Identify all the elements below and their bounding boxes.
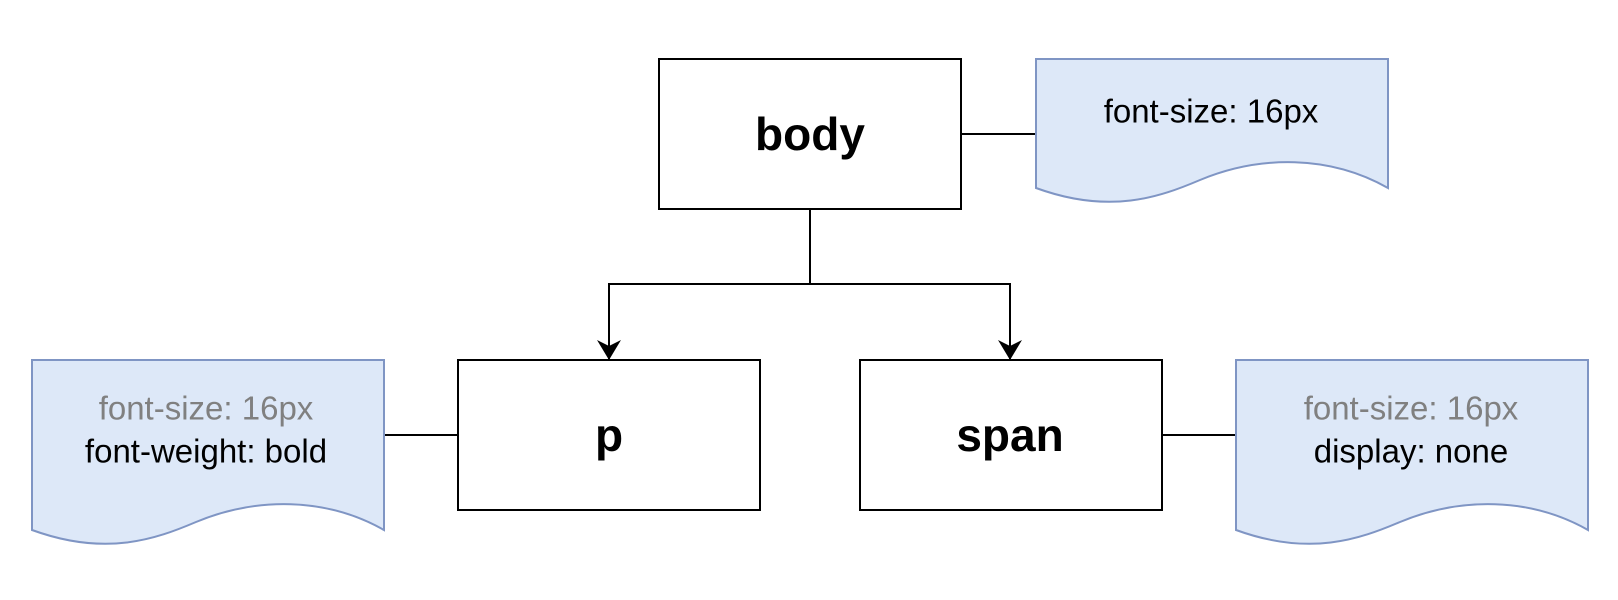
node-span: span — [859, 359, 1163, 511]
note-p: font-size: 16px font-weight: bold — [31, 359, 385, 545]
node-p-label: p — [595, 409, 623, 461]
node-p: p — [457, 359, 761, 511]
note-p-shape — [31, 359, 385, 545]
node-body-label: body — [755, 108, 865, 160]
note-span-line-0: font-size: 16px — [1304, 390, 1519, 427]
note-p-line-1: font-weight: bold — [85, 433, 327, 470]
note-body-shape — [1035, 58, 1389, 203]
node-body: body — [658, 58, 962, 210]
node-span-label: span — [956, 409, 1063, 461]
note-span-line-1: display: none — [1314, 433, 1508, 470]
edge-body-to-p — [597, 210, 811, 360]
note-body-line-0: font-size: 16px — [1104, 93, 1319, 130]
edge-body-to-span — [809, 210, 1022, 360]
note-span-shape — [1235, 359, 1589, 545]
note-span: font-size: 16px display: none — [1235, 359, 1589, 545]
note-body: font-size: 16px — [1035, 58, 1389, 203]
note-p-line-0: font-size: 16px — [99, 390, 314, 427]
